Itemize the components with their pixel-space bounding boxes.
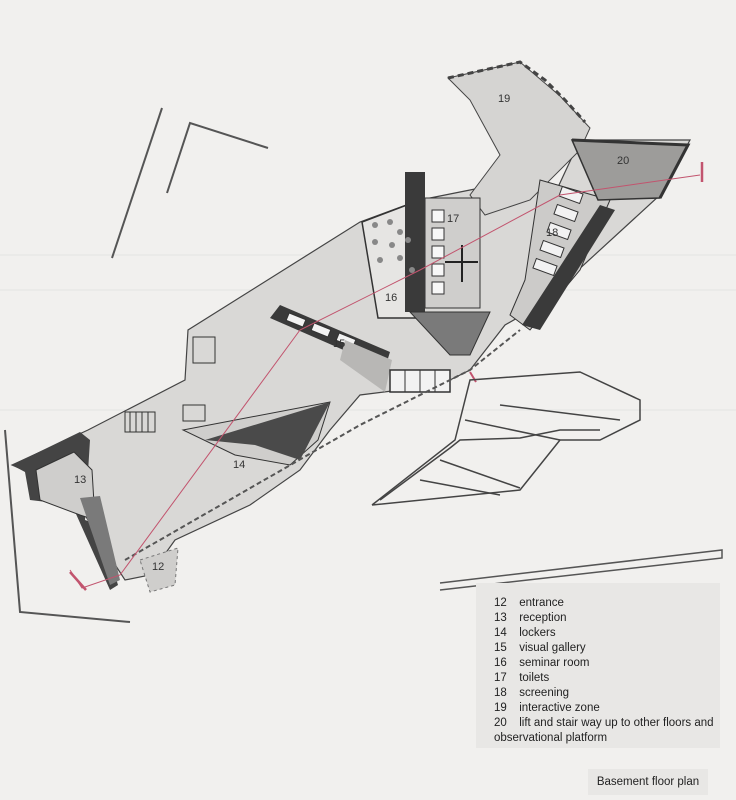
front-facade-line (124, 329, 521, 561)
legend-number: 20 (494, 717, 507, 729)
site-outline-top-left (111, 107, 269, 259)
legend-row-20: 20 lift and stair way up to other floors… (494, 717, 714, 730)
legend-label: lockers (519, 627, 556, 639)
legend-label: screening (519, 687, 570, 699)
room-number-18: 18 (546, 227, 558, 239)
site-outline-bottom-right (439, 549, 723, 591)
legend-label: interactive zone (519, 702, 600, 714)
legend-row-17: 17 toilets (494, 672, 549, 685)
room-number-15: 15 (333, 338, 345, 350)
toilet-lobby-shade (408, 311, 491, 356)
room-number-16: 16 (385, 292, 397, 304)
lockers-dark-wall (205, 402, 330, 460)
room-legend: 12 entrance 13 reception 14 lockers 15 v… (476, 583, 720, 748)
path-marker-left (69, 571, 87, 591)
toilet-core-wall (405, 172, 425, 312)
legend-number: 15 (494, 642, 507, 654)
visual-gallery-shade (340, 340, 392, 392)
room-number-17: 17 (447, 213, 459, 225)
room-number-14: 14 (233, 459, 245, 471)
legend-label: lift and stair way up to other floors an… (519, 717, 714, 729)
legend-number: 17 (494, 672, 507, 684)
plan-caption: Basement floor plan (588, 769, 708, 795)
screening-dark-wall (522, 205, 615, 330)
legend-row-15: 15 visual gallery (494, 642, 586, 655)
room-number-19: 19 (498, 93, 510, 105)
room-number-12: 12 (152, 561, 164, 573)
site-outline-bottom-left (4, 429, 131, 623)
legend-label: entrance (519, 597, 564, 609)
legend-number: 19 (494, 702, 507, 714)
circulation-path (69, 174, 701, 589)
room-number-13: 13 (74, 474, 86, 486)
interactive-zone-wall (447, 60, 587, 124)
legend-row-14: 14 lockers (494, 627, 556, 640)
toilet-stalls (431, 209, 445, 295)
legend-row-16: 16 seminar room (494, 657, 590, 670)
legend-row-12: 12 entrance (494, 597, 564, 610)
legend-number: 12 (494, 597, 507, 609)
screening-booths (532, 185, 584, 277)
legend-row-18: 18 screening (494, 687, 569, 700)
legend-number: 13 (494, 612, 507, 624)
reception-shade (80, 496, 120, 585)
room-number-20: 20 (617, 155, 629, 167)
lift-stair-wall (571, 138, 691, 199)
entrance-area (139, 547, 179, 593)
seminar-seating (372, 219, 415, 273)
annex-outline (371, 371, 641, 506)
legend-row-20-continuation: observational platform (494, 732, 608, 744)
legend-number: 16 (494, 657, 507, 669)
legend-label: toilets (519, 672, 550, 684)
legend-row-13: 13 reception (494, 612, 567, 625)
legend-label: reception (519, 612, 567, 624)
stair-small (124, 336, 216, 433)
interactive-zone-area (447, 61, 591, 216)
legend-label: visual gallery (519, 642, 586, 654)
legend-number: 14 (494, 627, 507, 639)
legend-row-19: 19 interactive zone (494, 702, 600, 715)
legend-label: seminar room (519, 657, 590, 669)
legend-number: 18 (494, 687, 507, 699)
